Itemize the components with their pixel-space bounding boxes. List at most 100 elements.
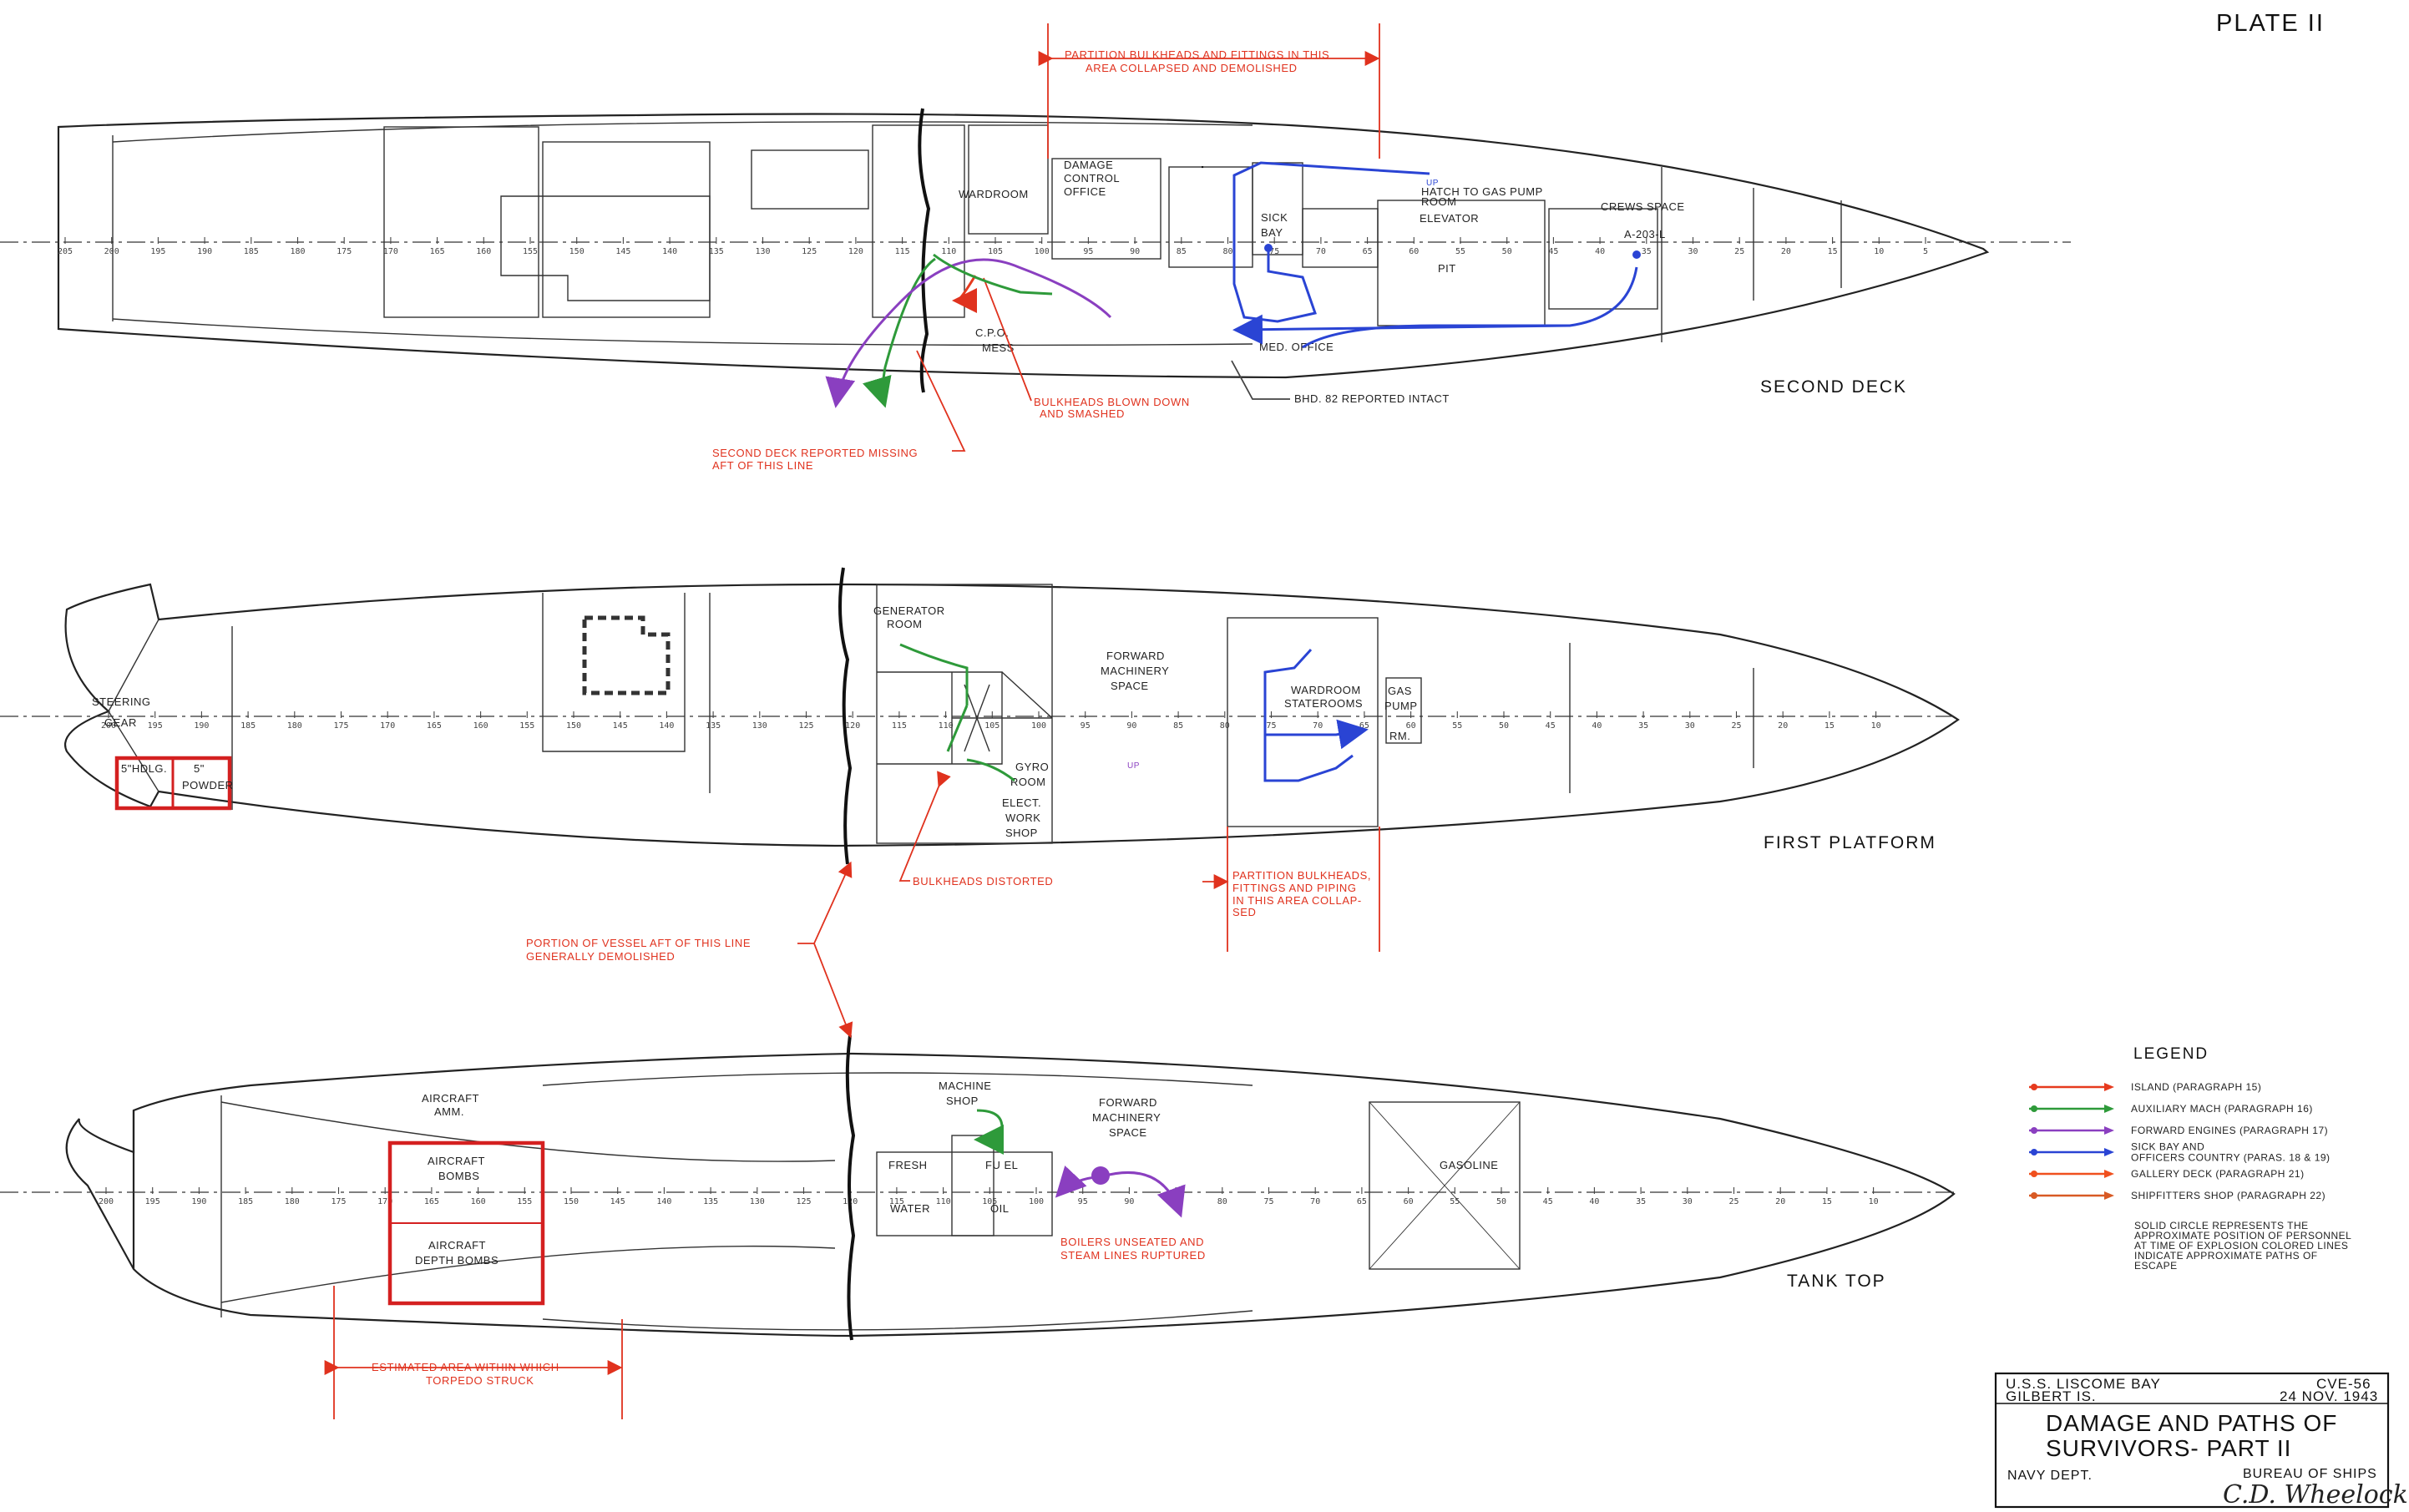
legend-item-label: AUXILIARY MACH (PARAGRAPH 16): [2131, 1103, 2313, 1115]
tank-fwd-mach-label-2: MACHINERY: [1092, 1111, 1161, 1124]
frame-number: 160: [473, 721, 488, 731]
gyro-label-1: GYRO: [1015, 761, 1049, 773]
partition-mid-text-4: SED: [1232, 906, 1257, 918]
frame-number: 100: [1031, 721, 1046, 731]
frame-number: 90: [1130, 247, 1140, 256]
frame-number: 100: [1029, 1197, 1044, 1206]
frame-number: 180: [285, 1197, 300, 1206]
frame-number: 90: [1126, 721, 1136, 731]
torpedo-annotation: [324, 1286, 623, 1419]
frame-number: 55: [1452, 721, 1462, 731]
powder-label-2: POWDER: [182, 779, 234, 791]
depth-bombs-label-1: AIRCRAFT: [428, 1239, 486, 1252]
frame-number: 20: [1781, 247, 1791, 256]
frame-number: 20: [1778, 721, 1788, 731]
legend-swatch-dot: [2031, 1084, 2037, 1090]
bulkheads-blown-leader: [983, 277, 1032, 402]
crews-space-label: CREWS SPACE: [1601, 200, 1685, 213]
bulkheads-distorted-text: BULKHEADS DISTORTED: [913, 875, 1053, 887]
title-main-1: DAMAGE AND PATHS OF: [2046, 1410, 2337, 1436]
legend-note-2: APPROXIMATE POSITION OF PERSONNEL: [2134, 1230, 2351, 1241]
escape-path-aux-deck: [863, 257, 936, 408]
frame-number: 175: [333, 721, 348, 731]
frame-number: 115: [889, 1197, 904, 1206]
frame-number: 140: [659, 721, 674, 731]
crews-space-position-dot: [1632, 250, 1641, 259]
frame-number: 195: [150, 247, 165, 256]
legend-item-label: SICK BAY AND: [2131, 1141, 2204, 1153]
legend-swatch-arrow: [2104, 1083, 2114, 1091]
frame-number: 35: [1638, 721, 1648, 731]
frame-number: 50: [1496, 1197, 1506, 1206]
frame-number: 10: [1871, 721, 1881, 731]
first-platform-hull: [64, 583, 1960, 847]
frame-number: 190: [194, 721, 209, 731]
machine-shop-label-1: MACHINE: [939, 1080, 991, 1092]
frame-number: 195: [148, 721, 163, 731]
legend-note-3: AT TIME OF EXPLOSION COLORED LINES: [2134, 1240, 2348, 1252]
second-deck-hull: [57, 113, 1990, 379]
frame-number: 75: [1266, 721, 1276, 731]
frame-number: 45: [1546, 721, 1556, 731]
gas-pump-label-2: PUMP: [1384, 700, 1418, 712]
escape-path-fwd-tank: [1101, 1171, 1186, 1218]
title-main-2: SURVIVORS- PART II: [2046, 1435, 2291, 1461]
frame-number: 165: [424, 1197, 439, 1206]
frame-number: 110: [936, 1197, 951, 1206]
legend-swatch-arrow: [2104, 1148, 2114, 1156]
frame-number: 185: [238, 1197, 253, 1206]
fwd-mach-label-1: FORWARD: [1106, 650, 1165, 662]
up-label-deck: UP: [1426, 179, 1439, 188]
escape-path-aux-tank: [974, 1109, 1005, 1155]
frame-number: 75: [1263, 1197, 1273, 1206]
frame-number: 145: [610, 1197, 625, 1206]
bulkheads-distorted-leader: [898, 771, 951, 882]
frame-number: 105: [984, 721, 1000, 731]
frame-number: 200: [101, 721, 116, 731]
frame-number: 55: [1450, 1197, 1460, 1206]
generator-room-label-1: GENERATOR: [873, 604, 945, 617]
frame-number: 65: [1357, 1197, 1367, 1206]
frame-number: 150: [569, 247, 585, 256]
second-deck-missing-leader: [916, 350, 966, 452]
frame-number: 195: [145, 1197, 160, 1206]
frame-number: 25: [1734, 247, 1744, 256]
aircraft-amm-label-1: AIRCRAFT: [422, 1092, 479, 1105]
title-hull: CVE-56: [2316, 1376, 2371, 1392]
frame-number: 30: [1685, 721, 1695, 731]
frame-number: 110: [939, 721, 954, 731]
title-ship: U.S.S. LISCOME BAY: [2006, 1376, 2161, 1392]
water-label: WATER: [890, 1202, 930, 1215]
frame-number: 165: [430, 247, 445, 256]
escape-path-aux-deck-2: [933, 253, 1053, 296]
frame-number: 155: [519, 721, 534, 731]
frame-number: 125: [802, 247, 817, 256]
cpo-mess-label-2: MESS: [982, 341, 1015, 354]
frame-number: 190: [197, 247, 212, 256]
frame-number: 125: [798, 721, 813, 731]
tank-top-title: TANK TOP: [1787, 1272, 1886, 1291]
hatch-label-2: ROOM: [1421, 195, 1456, 208]
compartment-label: A-203-L: [1624, 228, 1666, 240]
frame-number: 145: [615, 247, 630, 256]
title-dept: NAVY DEPT.: [2007, 1469, 2093, 1483]
partition-mid-text-3: IN THIS AREA COLLAP-: [1232, 894, 1362, 907]
frame-number: 200: [104, 247, 119, 256]
escape-path-fwd-deck: [825, 258, 1112, 408]
frame-number: 60: [1409, 247, 1419, 256]
legend-swatch-arrow: [2104, 1191, 2114, 1200]
generator-room-label-2: ROOM: [887, 618, 922, 630]
frame-number: 130: [755, 247, 770, 256]
damage-control-label-1: DAMAGE: [1064, 159, 1113, 171]
elect-label-1: ELECT.: [1002, 796, 1041, 809]
frame-number: 170: [383, 247, 398, 256]
frame-number: 35: [1636, 1197, 1646, 1206]
frame-number: 80: [1220, 721, 1230, 731]
frame-number: 165: [427, 721, 442, 731]
legend-swatch-dot: [2031, 1171, 2037, 1177]
signature: C.D. Wheelock: [2223, 1480, 2408, 1509]
frame-number: 25: [1728, 1197, 1738, 1206]
gas-pump-label-1: GAS: [1388, 685, 1412, 697]
